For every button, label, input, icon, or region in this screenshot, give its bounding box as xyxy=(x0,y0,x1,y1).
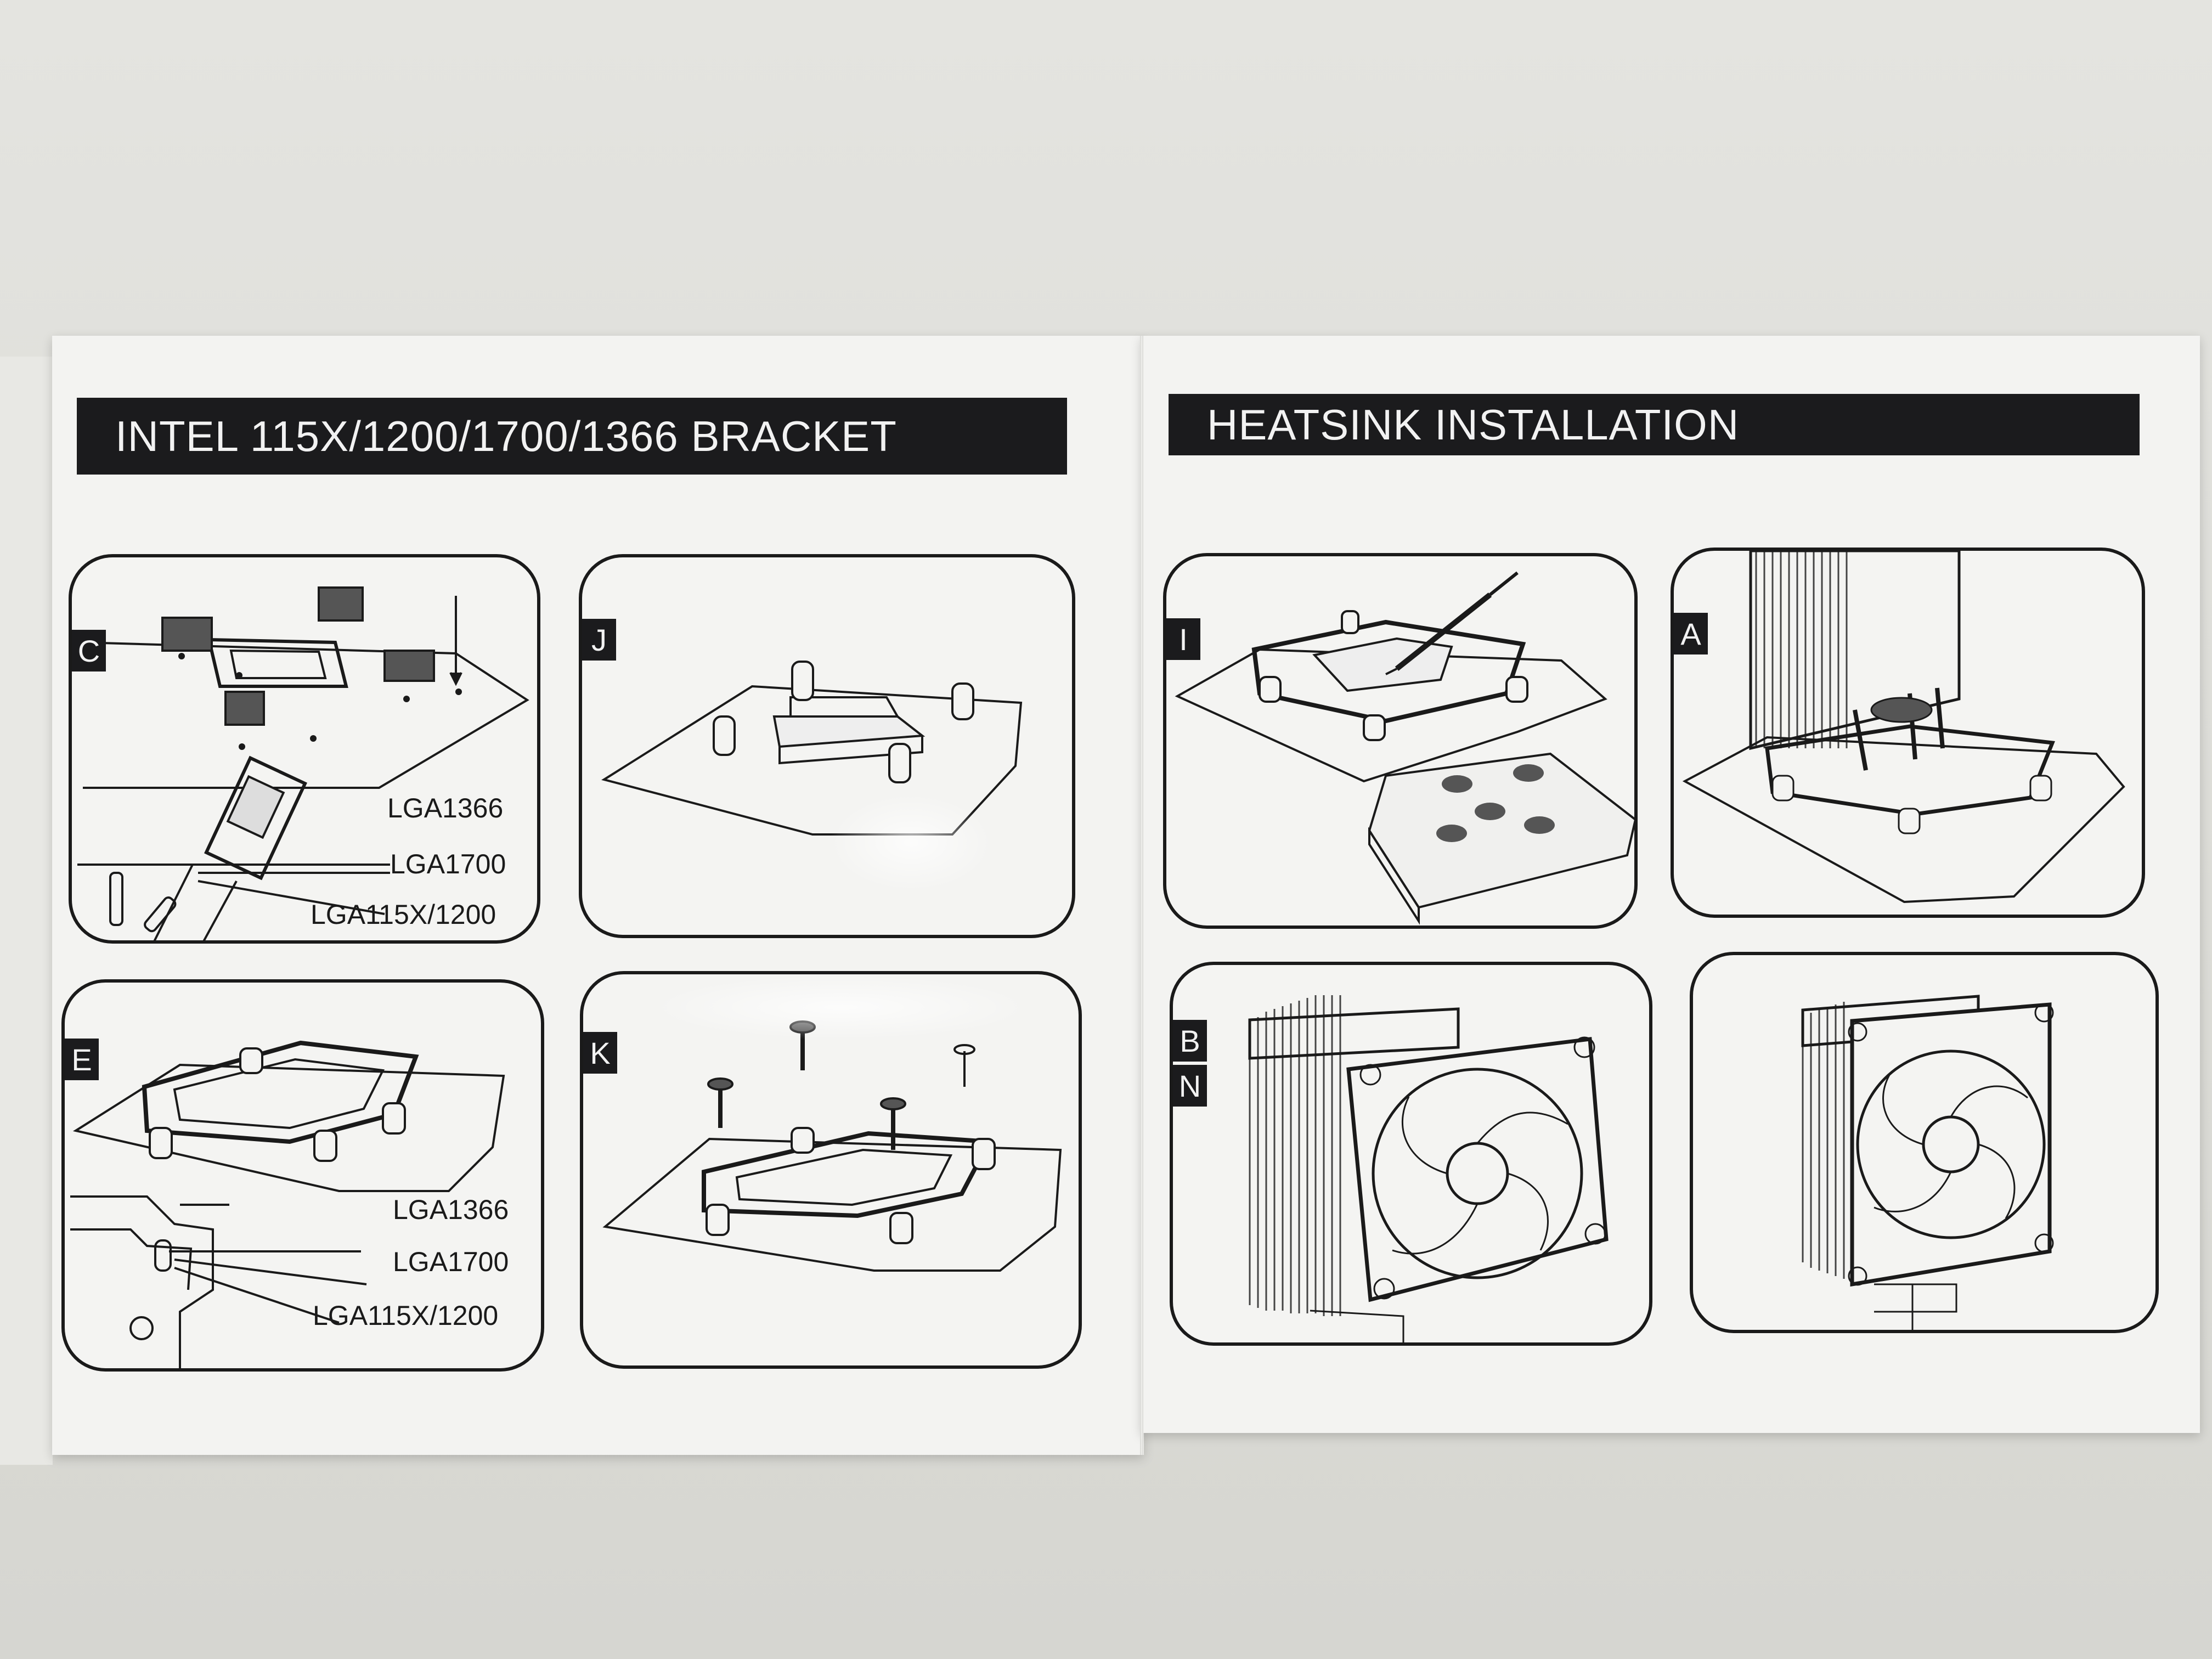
heatsink-placement-illustration xyxy=(1682,551,2125,904)
step-label-e: E xyxy=(65,1039,99,1080)
step-label-c: C xyxy=(72,630,106,672)
panel-step-a: A xyxy=(1671,548,2145,918)
step-label-n: N xyxy=(1173,1065,1207,1107)
fan-attached-cooler-illustration xyxy=(1248,995,1609,1342)
socket-label-lga115x-1200: LGA115X/1200 xyxy=(311,899,496,930)
left-page-title: INTEL 115X/1200/1700/1366 BRACKET xyxy=(77,398,1067,475)
bracket-mounted-illustration xyxy=(70,1040,505,1368)
right-page-title: HEATSINK INSTALLATION xyxy=(1169,394,2140,455)
socket-label-lga1366: LGA1366 xyxy=(387,793,504,823)
step-label-i: I xyxy=(1166,618,1200,660)
socket-label-lga1700: LGA1700 xyxy=(390,849,506,879)
panel-step-k: K xyxy=(580,971,1082,1369)
panel-step-b-n: B N xyxy=(1170,962,1652,1346)
step-label-b: B xyxy=(1173,1020,1207,1062)
standoff-backplate-illustration xyxy=(601,661,1023,836)
panel-step-j: J xyxy=(579,554,1075,938)
socket-label-lga115x-1200: LGA115X/1200 xyxy=(313,1300,499,1331)
panel-step-i: I xyxy=(1163,553,1638,929)
page-edge xyxy=(0,357,53,1465)
socket-label-lga1700: LGA1700 xyxy=(393,1246,509,1277)
light-glare xyxy=(829,793,994,892)
light-glare xyxy=(649,974,1033,1040)
socket-label-lga1366: LGA1366 xyxy=(393,1194,509,1225)
completed-cooler-illustration xyxy=(1801,995,2054,1330)
bracket-backplate-illustration xyxy=(77,586,529,940)
step-label-k: K xyxy=(583,1032,617,1074)
step-label-a: A xyxy=(1674,613,1708,654)
thermal-paste-illustration xyxy=(1175,571,1634,925)
step-label-j: J xyxy=(582,619,616,661)
panel-step-final xyxy=(1690,952,2159,1333)
screw-mounting-illustration xyxy=(602,1020,1062,1272)
page-fold xyxy=(1140,336,1143,1455)
panel-step-c: C LGA1366 LGA1700 LGA115X/1200 xyxy=(69,554,540,944)
panel-step-e: E LGA1366 LGA1700 LGA115X/1200 xyxy=(61,979,544,1372)
